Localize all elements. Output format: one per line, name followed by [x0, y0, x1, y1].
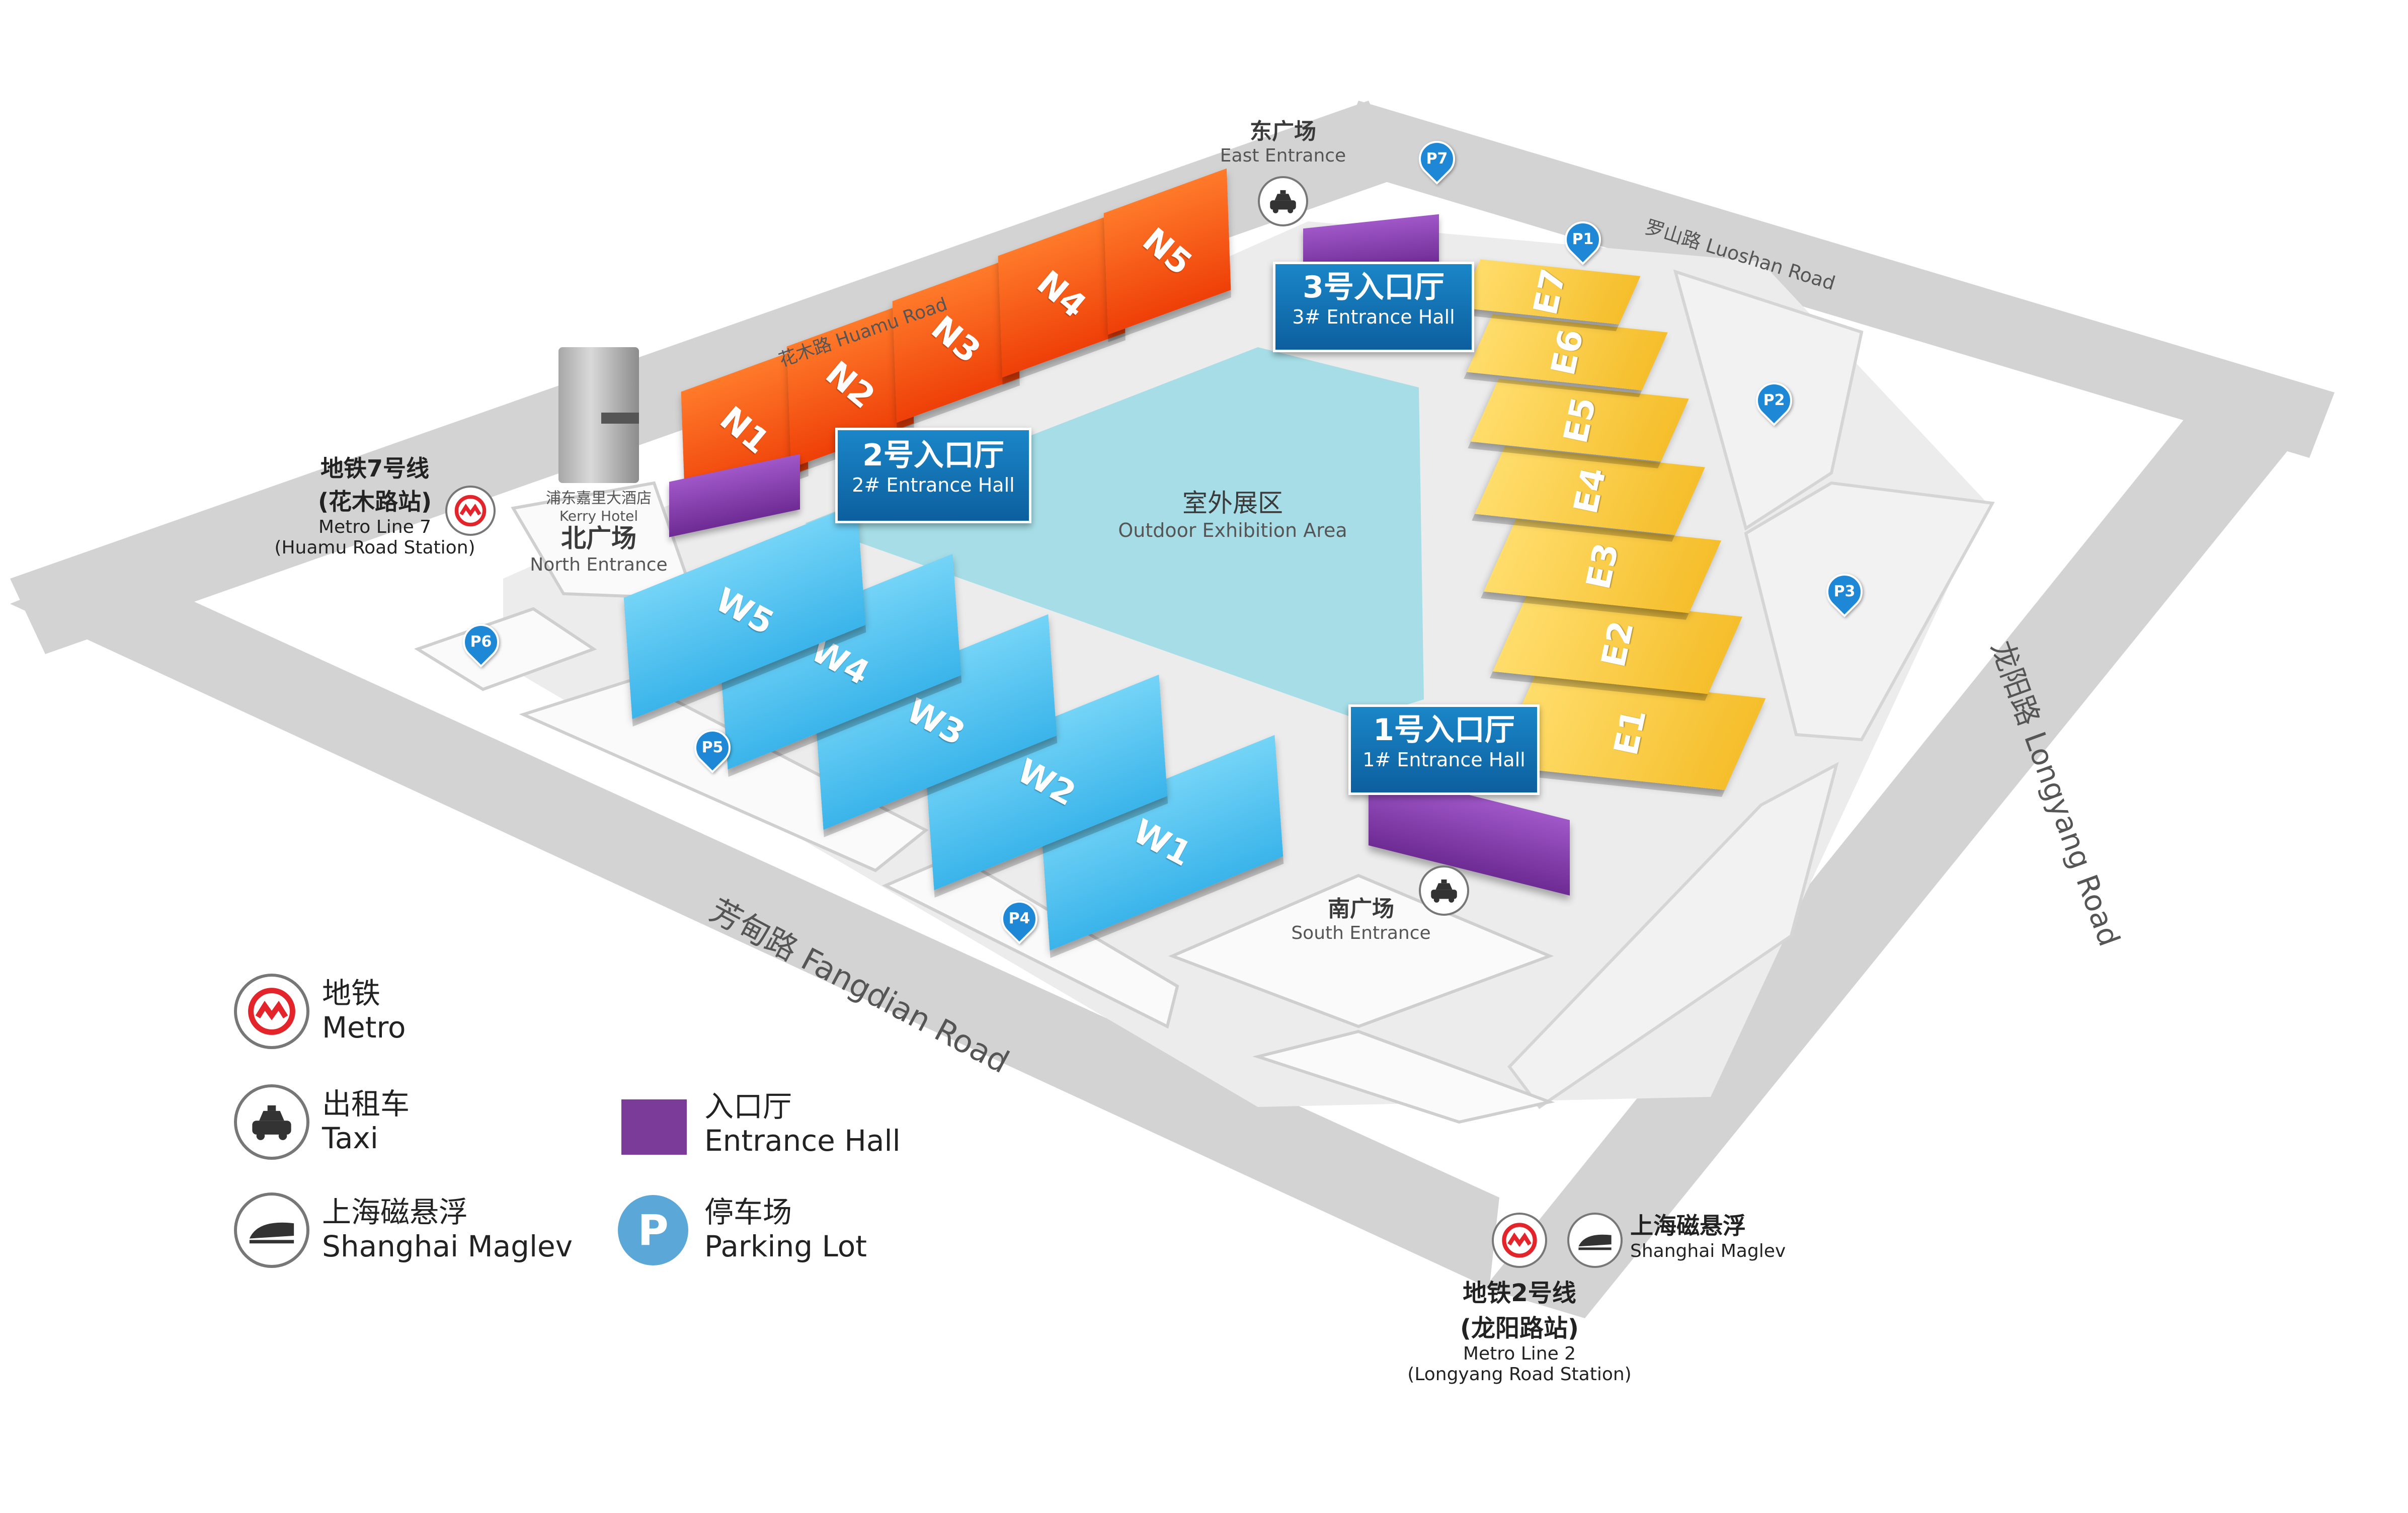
metro-icon — [1492, 1213, 1547, 1268]
lot-p6 — [414, 607, 597, 691]
east-plaza-en: East Entrance — [1220, 145, 1346, 166]
outdoor-area-zh: 室外展区 — [1182, 489, 1283, 518]
entrance-hall-1-card[interactable]: 1号入口厅 1# Entrance Hall — [1348, 704, 1540, 795]
hall-e2-label: E2 — [1593, 617, 1642, 671]
legend-maglev-en: Shanghai Maglev — [322, 1229, 573, 1263]
legend-taxi-text: 出租车 Taxi — [322, 1087, 410, 1155]
hall-w1-label: W1 — [1127, 812, 1198, 874]
legend-parking-zh: 停车场 — [704, 1195, 792, 1229]
metro-line-2-label: 地铁2号线 (龙阳路站) Metro Line 2 (Longyang Road… — [1407, 1273, 1631, 1385]
lot-p3 — [1744, 481, 1995, 742]
legend-maglev-zh: 上海磁悬浮 — [322, 1195, 468, 1229]
east-plaza-label: 东广场 East Entrance — [1220, 113, 1346, 166]
east-plaza-zh: 东广场 — [1249, 119, 1316, 144]
fangdian-road — [10, 564, 1499, 1288]
legend-entrance-hall-text: 入口厅 Entrance Hall — [704, 1089, 901, 1158]
entrance-hall-3-card[interactable]: 3号入口厅 3# Entrance Hall — [1273, 262, 1474, 352]
parking-pin-p1-label: P1 — [1572, 230, 1594, 248]
entrance-hall-2-en: 2# Entrance Hall — [852, 474, 1015, 496]
hall-e4-label: E4 — [1566, 464, 1614, 517]
parking-pin-p7-label: P7 — [1426, 150, 1448, 168]
metro-icon — [445, 486, 496, 536]
kerry-hotel-window-band — [601, 413, 639, 424]
hall-e5-label: E5 — [1556, 393, 1604, 447]
metro7-line3: Metro Line 7 — [318, 517, 432, 537]
maglev-station-label: 上海磁悬浮 Shanghai Maglev — [1630, 1208, 1786, 1261]
outdoor-area-en: Outdoor Exhibition Area — [1118, 519, 1347, 541]
lot-southwest — [1252, 1029, 1555, 1124]
hall-w5-label: W5 — [709, 580, 780, 643]
outdoor-area-label: 室外展区 Outdoor Exhibition Area — [1118, 483, 1347, 541]
south-plaza-label: 南广场 South Entrance — [1291, 891, 1430, 943]
metro7-line1: 地铁7号线 — [320, 455, 430, 482]
entrance-hall-1-en: 1# Entrance Hall — [1362, 749, 1526, 771]
north-plaza-zh: 北广场 — [561, 524, 636, 553]
parking-pin-p5-label: P5 — [701, 739, 724, 756]
hall-n2-label: N2 — [818, 353, 882, 417]
legend-taxi-en: Taxi — [322, 1121, 378, 1155]
metro2-line1: 地铁2号线 — [1463, 1279, 1576, 1307]
lot-south — [1168, 873, 1554, 1028]
legend-entrance-hall-en: Entrance Hall — [704, 1124, 901, 1158]
legend-maglev-text: 上海磁悬浮 Shanghai Maglev — [322, 1195, 573, 1263]
hall-n1-label: N1 — [712, 399, 777, 462]
legend-metro-en: Metro — [322, 1010, 406, 1045]
entrance-hall-2-zh: 2号入口厅 — [862, 438, 1004, 473]
legend-taxi-zh: 出租车 — [322, 1087, 410, 1121]
legend-maglev-icon — [234, 1192, 309, 1268]
hall-e6-label: E6 — [1543, 326, 1591, 379]
maglev-station-en: Shanghai Maglev — [1630, 1241, 1786, 1261]
maglev-station-zh: 上海磁悬浮 — [1630, 1212, 1746, 1239]
north-plaza-en: North Entrance — [530, 554, 668, 575]
legend-entrance-hall-zh: 入口厅 — [704, 1089, 792, 1124]
hotel-en: Kerry Hotel — [559, 508, 638, 524]
hall-w3-label: W3 — [900, 691, 972, 753]
hotel-zh: 浦东嘉里大酒店 — [546, 490, 652, 507]
hall-n5-label: N5 — [1135, 220, 1199, 283]
hotel-label: 浦东嘉里大酒店 Kerry Hotel — [546, 486, 652, 524]
hall-e7-label: E7 — [1526, 265, 1574, 318]
hall-w2-label: W2 — [1011, 751, 1082, 814]
legend-entrance-hall-swatch — [621, 1099, 687, 1155]
metro2-line2: (龙阳路站) — [1460, 1314, 1579, 1342]
hall-e3-label: E3 — [1578, 539, 1627, 593]
hall-e1-label: E1 — [1606, 705, 1654, 759]
legend-parking-text: 停车场 Parking Lot — [704, 1195, 867, 1263]
maglev-icon — [1567, 1213, 1623, 1268]
hall-n4-label: N4 — [1029, 263, 1094, 326]
metro7-line2: (花木路站) — [317, 488, 432, 515]
legend-taxi-icon — [234, 1084, 309, 1160]
entrance-hall-3-zh: 3号入口厅 — [1303, 270, 1444, 305]
legend-metro-text: 地铁 Metro — [322, 976, 406, 1045]
legend-metro-icon — [234, 974, 309, 1049]
legend-parking-en: Parking Lot — [704, 1229, 867, 1263]
parking-pin-p6-label: P6 — [470, 633, 492, 651]
south-plaza-zh: 南广场 — [1328, 896, 1394, 922]
legend-parking-icon: P — [618, 1195, 688, 1265]
luoshan-road — [1333, 101, 2335, 458]
parking-pin-p4-label: P4 — [1008, 910, 1030, 927]
parking-pin-p3-label: P3 — [1833, 583, 1856, 600]
outdoor-exhibition-area[interactable] — [805, 347, 1424, 720]
legend-metro-zh: 地铁 — [322, 976, 381, 1010]
entrance-hall-3-en: 3# Entrance Hall — [1292, 306, 1455, 328]
taxi-icon — [1419, 865, 1469, 916]
metro-line-7-label: 地铁7号线 (花木路站) Metro Line 7 (Huamu Road St… — [274, 450, 475, 558]
metro2-line3: Metro Line 2 — [1463, 1343, 1576, 1364]
metro7-line4: (Huamu Road Station) — [274, 537, 475, 558]
entrance-hall-2-card[interactable]: 2号入口厅 2# Entrance Hall — [835, 428, 1031, 523]
metro2-line4: (Longyang Road Station) — [1407, 1364, 1632, 1385]
entrance-hall-1-zh: 1号入口厅 — [1373, 712, 1515, 748]
south-plaza-en: South Entrance — [1291, 923, 1431, 943]
taxi-icon — [1258, 176, 1308, 226]
north-plaza-label: 北广场 North Entrance — [530, 518, 667, 575]
parking-pin-p2-label: P2 — [1763, 391, 1785, 409]
